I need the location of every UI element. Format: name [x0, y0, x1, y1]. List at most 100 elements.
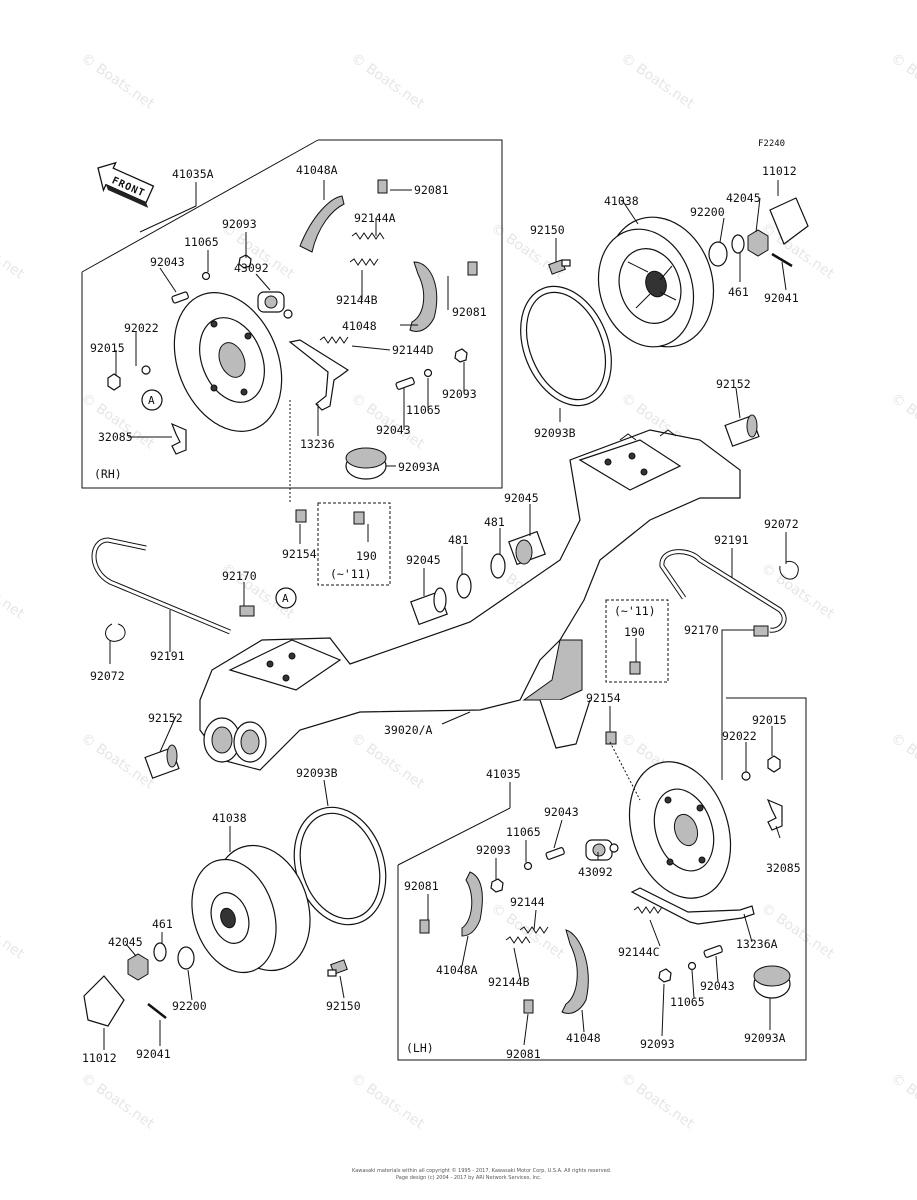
part-label: 92045: [406, 553, 441, 567]
part-label: 11012: [762, 164, 797, 178]
watermark-text: © Boats.net: [78, 730, 158, 792]
brake-drum-41038-bot: [191, 844, 311, 974]
part-label: 190: [356, 549, 377, 563]
part-label: 92150: [326, 999, 361, 1013]
part-label: 92043: [376, 423, 411, 437]
part-label: 43092: [578, 865, 613, 879]
washer-92022-top: [141, 365, 151, 375]
seal-92093a-bot: [753, 965, 791, 999]
bolt-92150-bot: [327, 959, 348, 977]
rh-shoe-41048: [409, 261, 438, 332]
washer-92200-top: [708, 241, 728, 267]
part-label: 461: [152, 917, 173, 931]
pin-92043-bot2: [703, 945, 723, 958]
part-label: 92144: [510, 895, 545, 909]
bolt-92154-bot: [605, 731, 617, 745]
rh-group-label: (RH): [94, 467, 122, 481]
clip-92081-top2: [467, 261, 478, 276]
part-label: 92081: [404, 879, 439, 893]
watermark-text: © Boats.net: [348, 50, 428, 112]
part-label: 41038: [212, 811, 247, 825]
part-label: 92041: [136, 1047, 171, 1061]
part-label: 92152: [716, 377, 751, 391]
lh-group-outline: [397, 697, 807, 1061]
callout-a-top: [141, 389, 163, 411]
part-label: 11065: [184, 235, 219, 249]
clip-92081-bot2: [523, 999, 534, 1014]
nut-92093-bot1: [490, 878, 504, 893]
part-label: 92022: [722, 729, 757, 743]
spring-92144a: [351, 232, 385, 240]
part-label: 92081: [452, 305, 487, 319]
lever-13236a: [630, 887, 755, 925]
watermark-text: © Boats.net: [888, 730, 917, 792]
washer-11065-bot2: [687, 961, 697, 971]
clip-92081-bot1: [419, 919, 430, 934]
part-label: 92072: [764, 517, 799, 531]
part-label: F2240: [758, 139, 785, 149]
part-label: 190: [624, 625, 645, 639]
seal-ring-92093b-bot: [293, 806, 387, 926]
part-label: 92144A: [354, 211, 396, 225]
part-label: 461: [728, 285, 749, 299]
part-label: 92045: [504, 491, 539, 505]
part-label: 92170: [222, 569, 257, 583]
callout-a-mid: [275, 587, 297, 609]
bolt-92154-top: [295, 509, 307, 523]
clip-92170-left: [239, 605, 255, 617]
lh-backing-plate: [628, 761, 732, 899]
part-label: 92093B: [296, 766, 338, 780]
footer-line-1: Kawasaki materials within all copyright …: [352, 1167, 612, 1174]
part-label: 42045: [108, 935, 143, 949]
washer-11065-bot1: [523, 861, 533, 871]
axle-housing-39020a: [199, 429, 741, 771]
part-label-layer: 41035A 41048A 92081 92093 11065 92144A 9…: [82, 139, 801, 1065]
part-label: 41048A: [296, 163, 338, 177]
front-arrow-icon: FRONT: [97, 161, 155, 208]
part-label: 481: [448, 533, 469, 547]
part-label: 32085: [766, 861, 801, 875]
part-label: 92154: [586, 691, 621, 705]
part-label: 92144D: [392, 343, 434, 357]
part-label: 41048: [566, 1031, 601, 1045]
callout-a-mid-text: A: [282, 592, 289, 605]
ring-481-mid1: [456, 573, 472, 599]
seal-92093a-top: [345, 447, 387, 480]
part-label: 92093: [442, 387, 477, 401]
spring-92144b-bot: [505, 936, 531, 944]
part-label: 92200: [172, 999, 207, 1013]
part-label: 92093B: [534, 426, 576, 440]
part-label: 92191: [150, 649, 185, 663]
watermark-text: © Boats.net: [758, 900, 838, 962]
part-label: 92093: [476, 843, 511, 857]
washer-92200-bot: [177, 946, 195, 970]
part-label: 92043: [544, 805, 579, 819]
part-label: 92150: [530, 223, 565, 237]
washer-461-bot: [153, 942, 167, 962]
part-label: 92015: [90, 341, 125, 355]
part-label: 92093A: [398, 460, 440, 474]
ring-481-mid2: [490, 553, 506, 579]
part-label: 92170: [684, 623, 719, 637]
nut-42045-bot: [127, 953, 149, 981]
clip-32085-top: [170, 422, 187, 455]
part-label: 92081: [414, 183, 449, 197]
watermark-text: © Boats.net: [348, 390, 428, 452]
part-label: 13236A: [736, 937, 778, 951]
watermark-text: © Boats.net: [618, 50, 698, 112]
part-label: 41035A: [172, 167, 214, 181]
leader-lines: [103, 180, 787, 1050]
nut-42045-top: [747, 229, 769, 257]
watermark-text: © Boats.net: [0, 220, 27, 282]
watermark-text: © Boats.net: [758, 560, 838, 622]
part-label: 92081: [506, 1047, 541, 1061]
lever-13236: [288, 339, 350, 411]
bearing-92045-mid1: [410, 587, 448, 626]
bolt-92150-top: [548, 259, 571, 275]
part-label: 11065: [406, 403, 441, 417]
part-label: 92093: [222, 217, 257, 231]
part-label: 92152: [148, 711, 183, 725]
cotter-pin-92041-bot: [147, 1003, 167, 1019]
rh-backing-plate: [173, 292, 283, 432]
